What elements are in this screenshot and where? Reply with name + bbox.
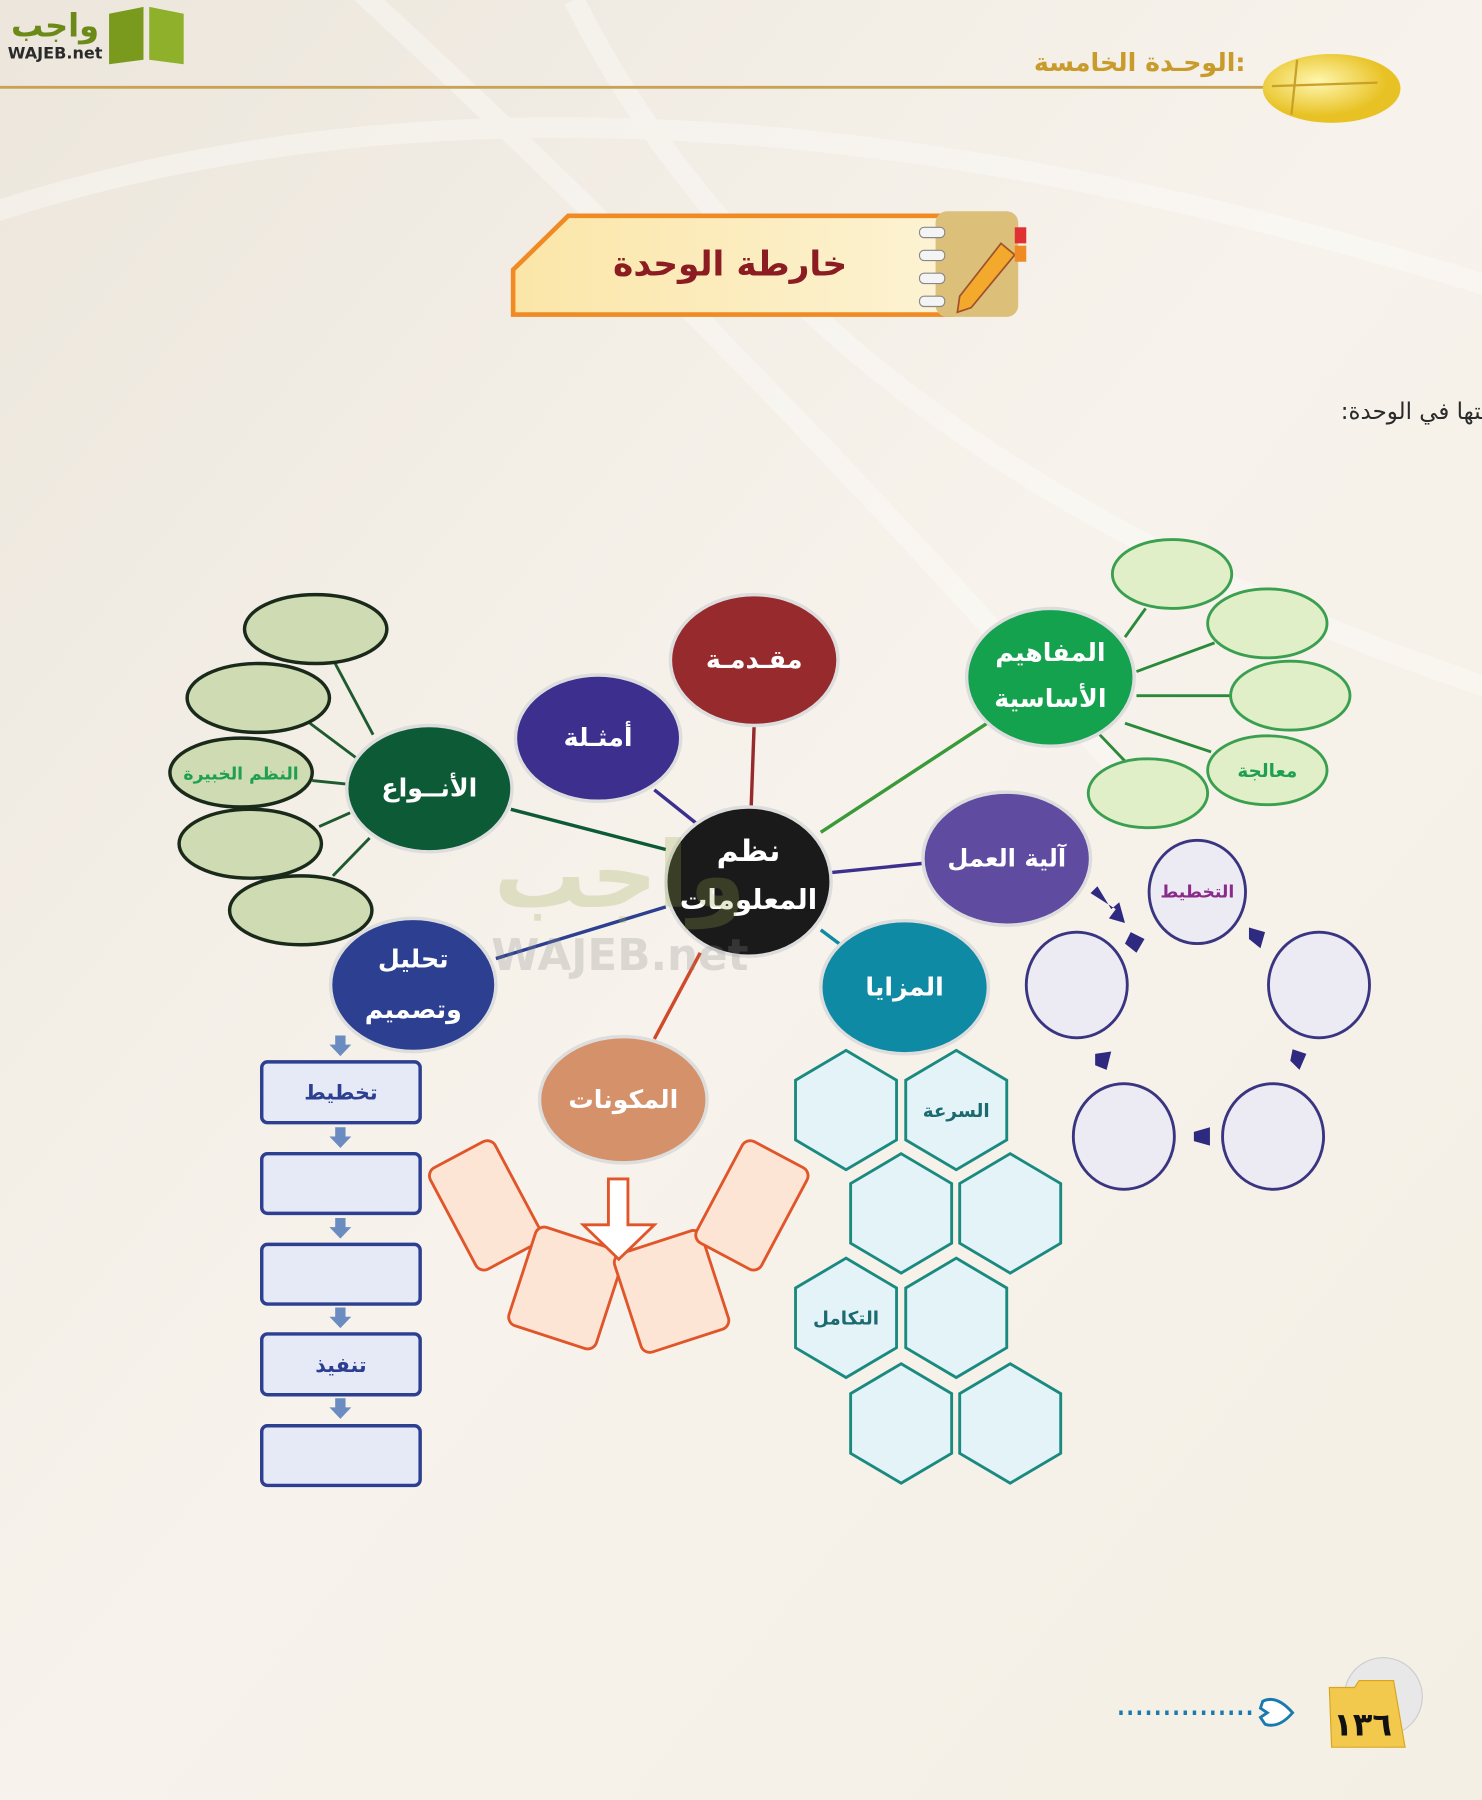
types-child-4[interactable]	[177, 807, 324, 880]
concepts-children: معالجة	[1086, 538, 1352, 830]
folder-icon	[1328, 1680, 1406, 1748]
svg-text:وتصميم: وتصميم	[365, 995, 462, 1025]
svg-text:واجب: واجب	[11, 7, 99, 45]
connectors	[309, 607, 1231, 1040]
component-tile-4[interactable]	[693, 1137, 812, 1273]
concepts-child-2[interactable]	[1206, 587, 1329, 660]
unit-title: الوحـدة الخامسة:	[1034, 48, 1246, 78]
banner-title: خارطة الوحدة	[613, 245, 847, 285]
svg-text:النظم الخبيرة: النظم الخبيرة	[183, 764, 298, 784]
node-types: الأنــواع	[344, 723, 514, 854]
wajeb-watermark: واجب WAJEB.net	[491, 822, 748, 981]
node-components: المكونات	[537, 1034, 709, 1165]
svg-text:أمثـلة: أمثـلة	[564, 721, 633, 752]
svg-text:السرعة: السرعة	[923, 1101, 990, 1122]
analysis-flow: تخطيط تنفيذ	[260, 1035, 422, 1488]
mouse-icon	[1262, 53, 1401, 123]
cycle-step-2[interactable]	[1267, 930, 1371, 1040]
svg-text:المعلومات: المعلومات	[680, 884, 817, 916]
svg-text:تحليل: تحليل	[378, 945, 449, 974]
svg-text:تنفيذ: تنفيذ	[315, 1353, 366, 1377]
unit-map-banner: خارطة الوحدة	[510, 211, 1027, 317]
types-child-3[interactable]: النظم الخبيرة	[168, 736, 314, 809]
svg-text:التخطيط: التخطيط	[1160, 883, 1234, 903]
advantages-hexagons: السرعة التكامل	[794, 1048, 1063, 1485]
mechanism-cycle: التخطيط	[1024, 838, 1371, 1191]
flow-step-2[interactable]	[260, 1151, 422, 1216]
component-tile-1[interactable]	[426, 1137, 545, 1273]
concepts-child-5[interactable]	[1086, 757, 1210, 830]
down-arrow-icon	[579, 1177, 658, 1262]
flow-step-1[interactable]: تخطيط	[260, 1060, 422, 1125]
svg-text:الأنــواع: الأنــواع	[381, 773, 477, 804]
node-examples: أمثـلة	[513, 673, 683, 803]
concepts-child-3[interactable]	[1229, 659, 1352, 732]
svg-text:WAJEB.net: WAJEB.net	[8, 44, 103, 63]
node-concepts: المفاهيم الأساسية	[964, 606, 1136, 748]
types-child-5[interactable]	[227, 874, 374, 947]
component-tile-3[interactable]	[612, 1228, 731, 1355]
flow-arrows	[329, 1035, 352, 1419]
components-tiles	[426, 1137, 812, 1355]
page-footer: ١٣٦	[1119, 1657, 1423, 1748]
advantage-cell[interactable]	[849, 1362, 954, 1485]
types-child-2[interactable]	[185, 661, 332, 735]
svg-text:المكونات: المكونات	[568, 1085, 678, 1115]
flow-step-4[interactable]: تنفيذ	[260, 1332, 422, 1397]
advantage-cell[interactable]	[958, 1362, 1063, 1485]
svg-text:الأساسية: الأساسية	[994, 683, 1106, 713]
svg-text:التكامل: التكامل	[813, 1309, 879, 1330]
cycle-step-5[interactable]	[1024, 930, 1129, 1040]
concepts-child-4[interactable]: معالجة	[1206, 734, 1329, 807]
concepts-child-1[interactable]	[1110, 538, 1234, 610]
cycle-step-3[interactable]	[1221, 1082, 1326, 1191]
advantage-cell[interactable]: التكامل	[794, 1256, 898, 1380]
types-children: النظم الخبيرة	[168, 592, 389, 947]
svg-text:WAJEB.net: WAJEB.net	[491, 931, 748, 981]
instruction-text: أكمل الخارطة باستخدام العبارات والمصطلحا…	[1341, 396, 1482, 425]
svg-text:المزايا: المزايا	[865, 972, 943, 1002]
component-tile-2[interactable]	[506, 1225, 625, 1352]
book-icon	[109, 6, 144, 65]
advantage-cell[interactable]	[849, 1152, 954, 1275]
svg-text:نظم: نظم	[717, 834, 781, 869]
node-analysis: تحليل وتصميم	[328, 916, 498, 1054]
advantage-cell[interactable]	[904, 1256, 1009, 1380]
advantage-cell[interactable]	[958, 1152, 1063, 1275]
svg-text:المفاهيم: المفاهيم	[995, 638, 1105, 667]
advantage-cell[interactable]	[794, 1048, 898, 1172]
flow-step-3[interactable]	[260, 1242, 422, 1306]
wajeb-logo[interactable]: واجب WAJEB.net	[8, 7, 184, 65]
svg-text:آلية العمل: آلية العمل	[947, 843, 1066, 873]
flow-step-5[interactable]	[260, 1424, 422, 1488]
pointing-hand-icon	[1258, 1697, 1295, 1727]
notepad-icon	[935, 211, 1019, 317]
cycle-arrows	[1090, 886, 1307, 1146]
types-child-1[interactable]	[242, 592, 389, 666]
svg-text:واجب: واجب	[494, 822, 746, 930]
page-number: ١٣٦	[1333, 1706, 1392, 1744]
cycle-step-4[interactable]	[1071, 1082, 1176, 1191]
node-intro: مقـدمـة	[668, 592, 840, 728]
advantage-cell[interactable]: السرعة	[904, 1048, 1009, 1172]
node-mechanism: آلية العمل	[921, 790, 1093, 927]
svg-text:مقـدمـة: مقـدمـة	[706, 645, 803, 674]
pencil-icon	[956, 242, 1016, 314]
node-advantages: المزايا	[819, 918, 991, 1056]
svg-text:معالجة: معالجة	[1237, 761, 1297, 782]
cycle-step-1[interactable]: التخطيط	[1147, 838, 1247, 946]
node-center: نظم المعلومات	[664, 805, 833, 958]
svg-text:تخطيط: تخطيط	[304, 1081, 377, 1105]
